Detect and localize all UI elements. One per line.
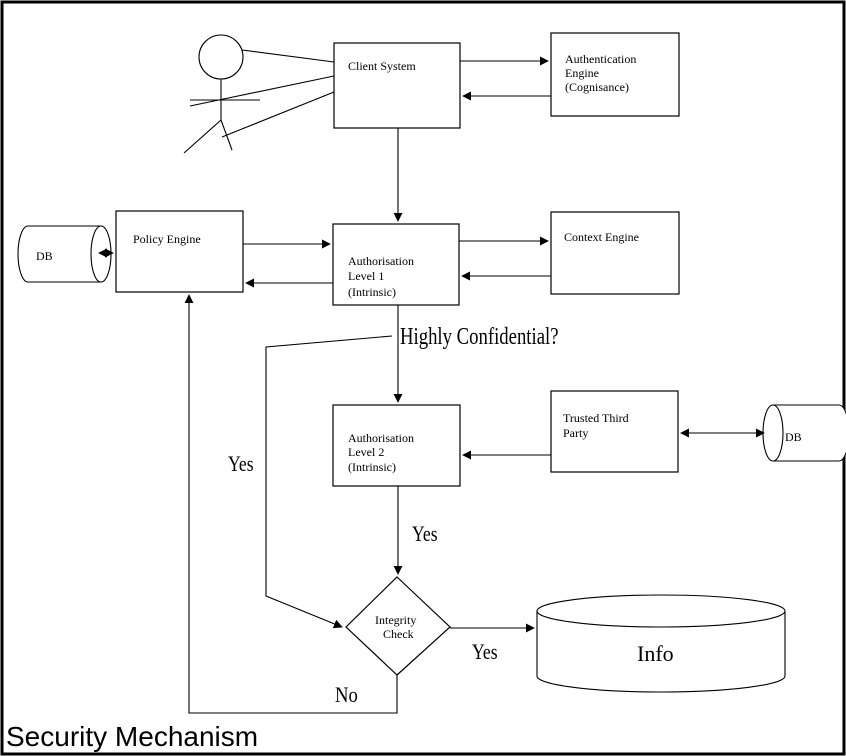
context-engine-label: Context Engine	[564, 230, 639, 244]
highly-confidential-label: Highly Confidential?	[400, 323, 559, 350]
authorisation-level1-label-line2: Level 1	[348, 269, 384, 283]
authorisation-level2-label-line2: Level 2	[348, 445, 384, 459]
db-left-label: DB	[36, 249, 53, 263]
user-stick-figure-icon	[183, 34, 260, 154]
integrity-check-label-line2: Check	[383, 627, 414, 641]
integrity-check-label-line1: Integrity	[375, 613, 416, 627]
user-connection-lines	[189, 49, 335, 138]
context-engine-box: Context Engine	[550, 211, 680, 295]
yes-left-label: Yes	[228, 452, 254, 476]
authorisation-level1-label-line1: Authorisation	[348, 254, 414, 268]
info-label: Info	[637, 641, 674, 666]
policy-engine-label: Policy Engine	[133, 232, 201, 246]
edges	[98, 56, 765, 714]
authentication-engine-label-line3: (Cognisance)	[565, 80, 629, 94]
yes-mid-label: Yes	[412, 522, 438, 546]
authorisation-level2-label-line3: (Intrinsic)	[348, 460, 396, 474]
db-right-label: DB	[785, 430, 802, 444]
authorisation-level2-box: Authorisation Level 2 (Intrinsic)	[332, 404, 461, 487]
info-cylinder: Info	[536, 594, 786, 693]
trusted-third-party-label-line1: Trusted Third	[563, 411, 629, 425]
policy-engine-box: Policy Engine	[115, 210, 244, 293]
db-left-cylinder: DB	[17, 225, 112, 283]
authorisation-level1-box: Authorisation Level 1 (Intrinsic)	[332, 223, 460, 306]
diagram-caption: Security Mechanism	[6, 721, 258, 752]
authentication-engine-box: Authentication Engine (Cognisance)	[550, 32, 680, 117]
client-system-box: Client System	[333, 42, 461, 129]
yes-right-label: Yes	[472, 640, 498, 664]
authentication-engine-label-line1: Authentication	[565, 52, 636, 66]
client-system-label: Client System	[348, 59, 416, 73]
authentication-engine-label-line2: Engine	[565, 66, 599, 80]
trusted-third-party-label-line2: Party	[563, 426, 588, 440]
edge-integrity-no-to-policy	[184, 294, 398, 714]
authorisation-level2-label-line1: Authorisation	[348, 431, 414, 445]
trusted-third-party-box: Trusted Third Party	[550, 390, 679, 473]
no-label: No	[335, 684, 358, 708]
edge-confidential-yes-path	[265, 335, 393, 629]
authorisation-level1-label-line3: (Intrinsic)	[348, 285, 396, 299]
db-right-cylinder: DB	[762, 404, 846, 462]
